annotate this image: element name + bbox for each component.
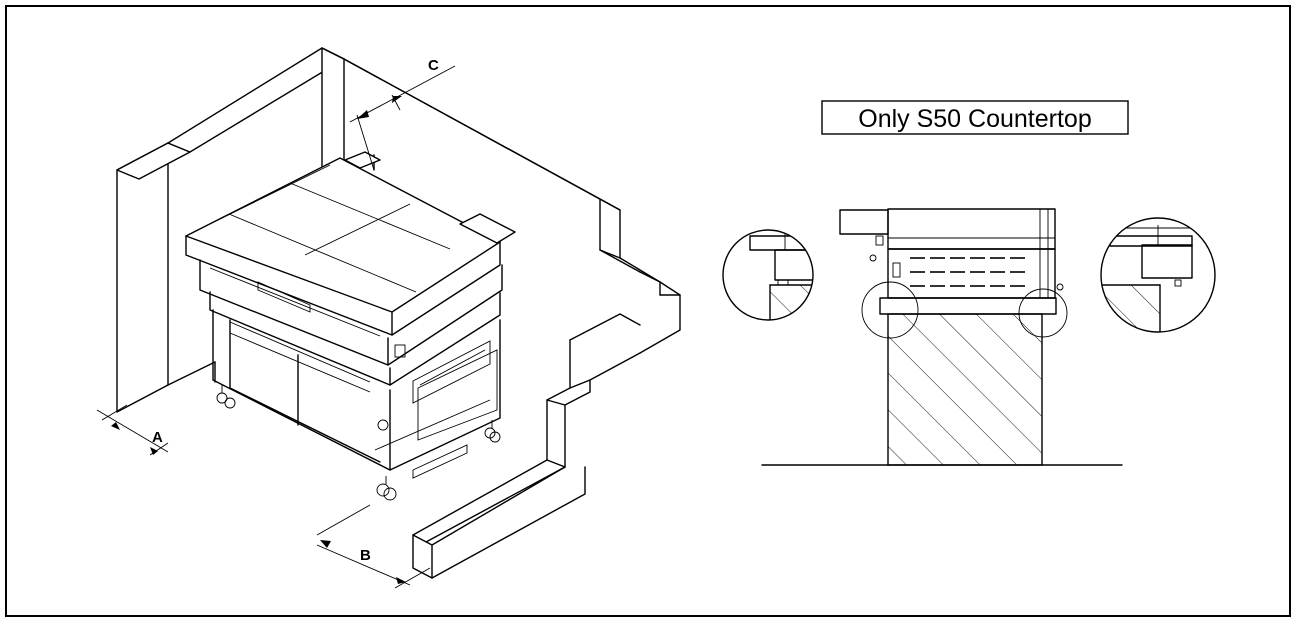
dimension-a: A xyxy=(96,404,169,456)
oven-front xyxy=(839,208,1064,315)
detail-view-left xyxy=(722,229,814,321)
detail-view-right xyxy=(1100,217,1216,333)
caster-wheels xyxy=(216,385,501,501)
detail-marker-right xyxy=(1018,288,1068,338)
right-stepped-wall xyxy=(343,58,681,579)
left-wall xyxy=(116,142,216,413)
detail-marker-left xyxy=(861,281,919,339)
dimension-b: B xyxy=(316,504,431,589)
isometric-view: A B C xyxy=(96,47,681,589)
oven-unit xyxy=(185,151,516,501)
dimension-b-label: B xyxy=(360,547,371,564)
countertop-column xyxy=(887,313,1043,466)
dimension-c: C xyxy=(349,57,456,171)
dimension-c-label: C xyxy=(428,57,439,74)
front-view: Only S50 Countertop xyxy=(722,100,1216,466)
title-label: Only S50 Countertop xyxy=(858,105,1091,133)
title-box xyxy=(821,100,1129,135)
dimension-a-label: A xyxy=(152,429,163,446)
drawing-border xyxy=(5,5,1291,617)
